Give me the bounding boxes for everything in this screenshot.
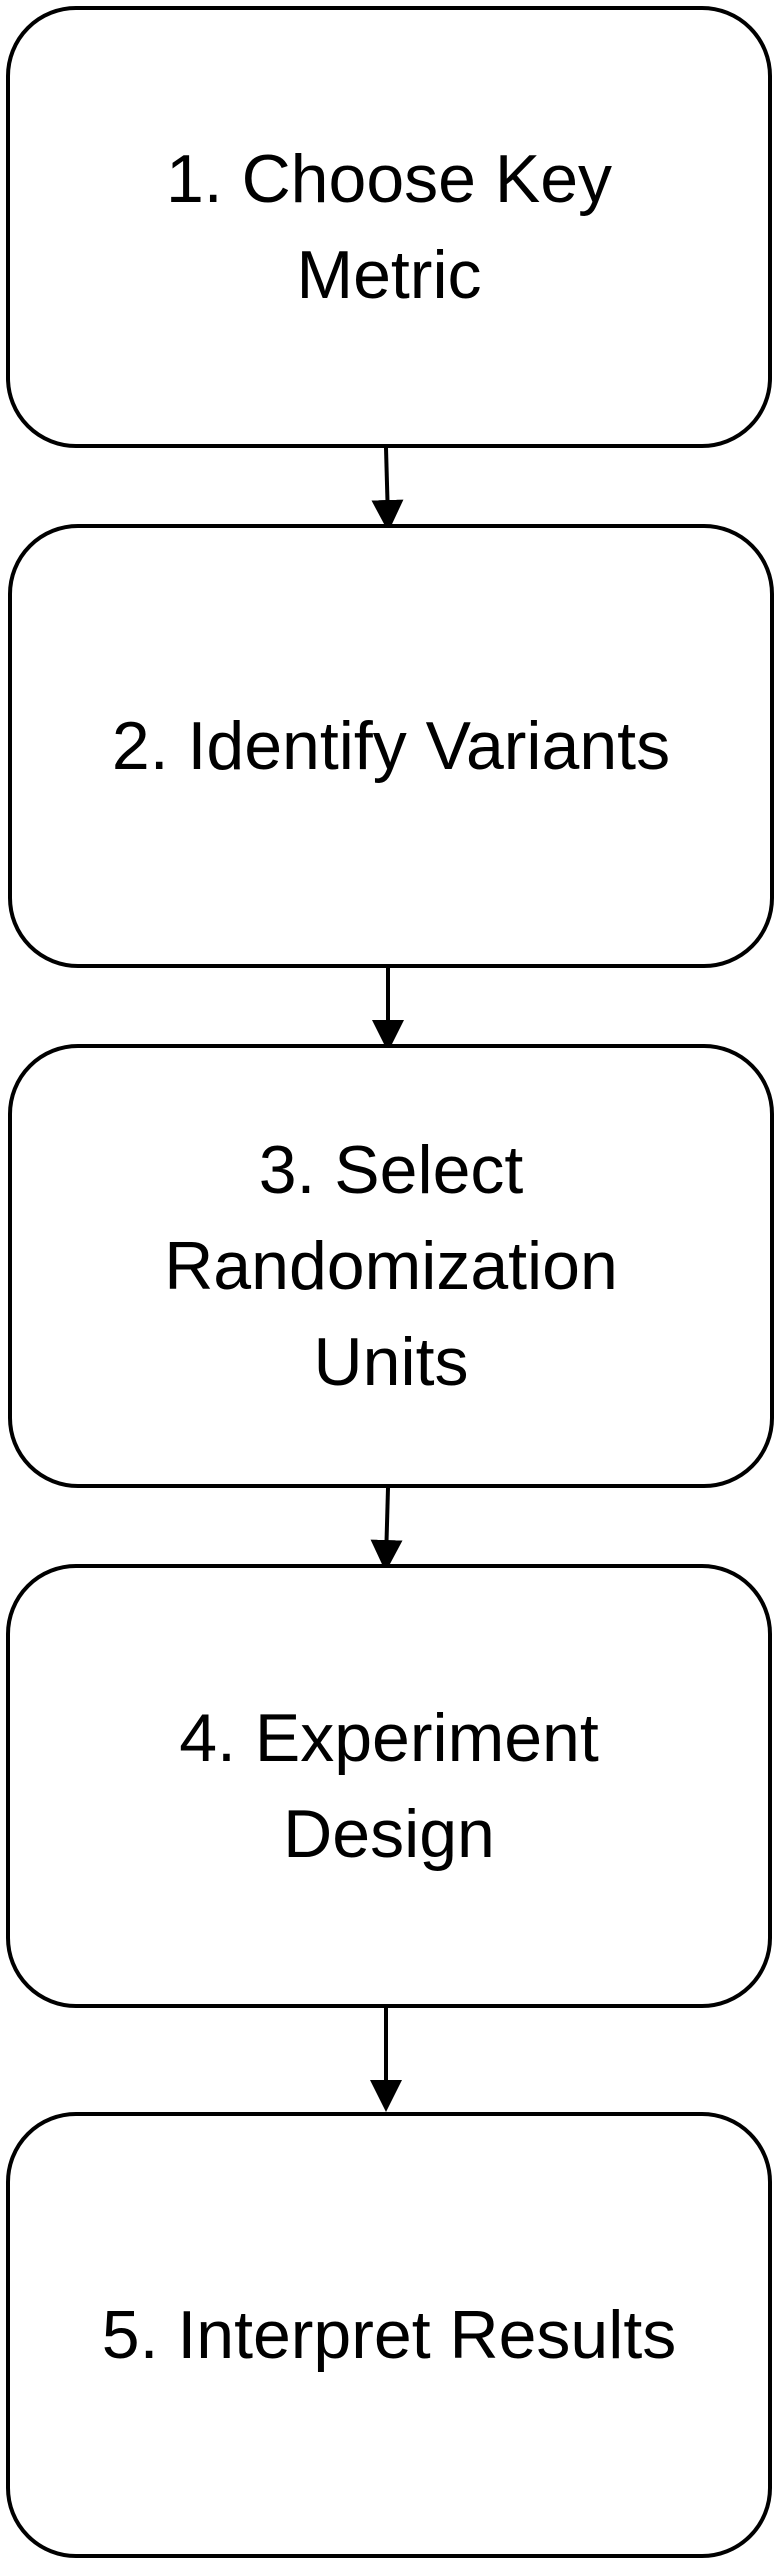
step-experiment-design: 4. Experiment Design — [6, 1564, 772, 2008]
arrow-step3-to-step4 — [370, 1487, 403, 1572]
step-interpret-results: 5. Interpret Results — [6, 2112, 772, 2558]
step-choose-key-metric: 1. Choose Key Metric — [6, 6, 772, 448]
step-label: 3. Select Randomization Units — [164, 1132, 618, 1400]
step-select-randomization-units: 3. Select Randomization Units — [8, 1044, 774, 1488]
step-identify-variants: 2. Identify Variants — [8, 524, 774, 968]
arrow-step1-to-step2 — [371, 447, 404, 532]
step-label: 5. Interpret Results — [101, 2297, 677, 2373]
step-label: 1. Choose Key Metric — [165, 141, 613, 313]
step-label: 2. Identify Variants — [111, 708, 671, 784]
step-label: 4. Experiment Design — [179, 1700, 599, 1872]
